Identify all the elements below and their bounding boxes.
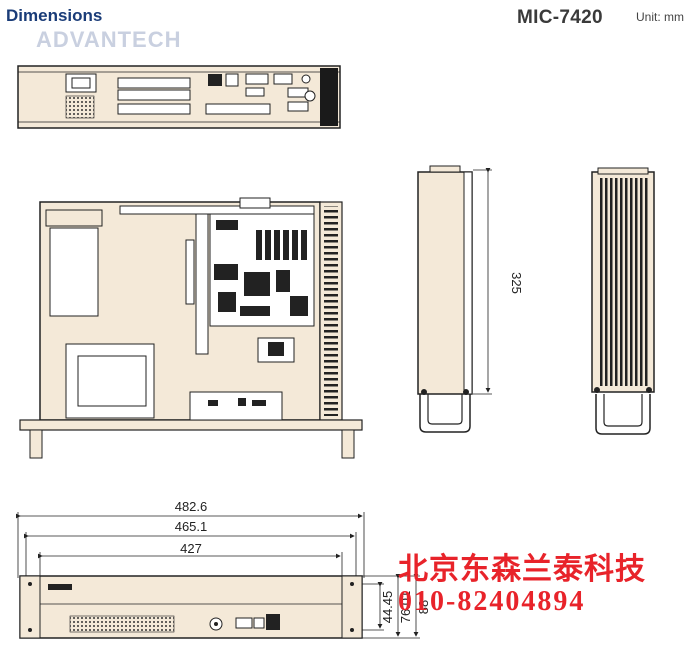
dim-height-inner: 44.45 xyxy=(380,591,395,624)
watermark-company: 北京东森兰泰科技 xyxy=(398,552,646,587)
dim-flange-width: 465.1 xyxy=(175,519,208,534)
rear-view xyxy=(17,65,341,129)
front-side-view xyxy=(591,167,655,435)
model-name: MIC-7420 xyxy=(517,7,603,28)
page-title: Dimensions xyxy=(6,6,103,25)
top-view xyxy=(19,197,363,459)
dim-height-total: 88 xyxy=(416,600,431,614)
dim-height-mid: 76.01 xyxy=(398,591,413,624)
front-view: 482.6 465.1 427 44.45 76.01 xyxy=(16,499,431,639)
unit-label: Unit: mm xyxy=(636,10,684,24)
dim-body-width: 427 xyxy=(180,541,202,556)
watermark-phone: 010-82404894 xyxy=(398,586,586,617)
dim-overall-width: 482.6 xyxy=(175,499,208,514)
brand-logo-watermark: ADVANTECH xyxy=(36,27,182,52)
dim-depth: 325 xyxy=(509,272,524,294)
side-view: 325 xyxy=(417,165,524,433)
